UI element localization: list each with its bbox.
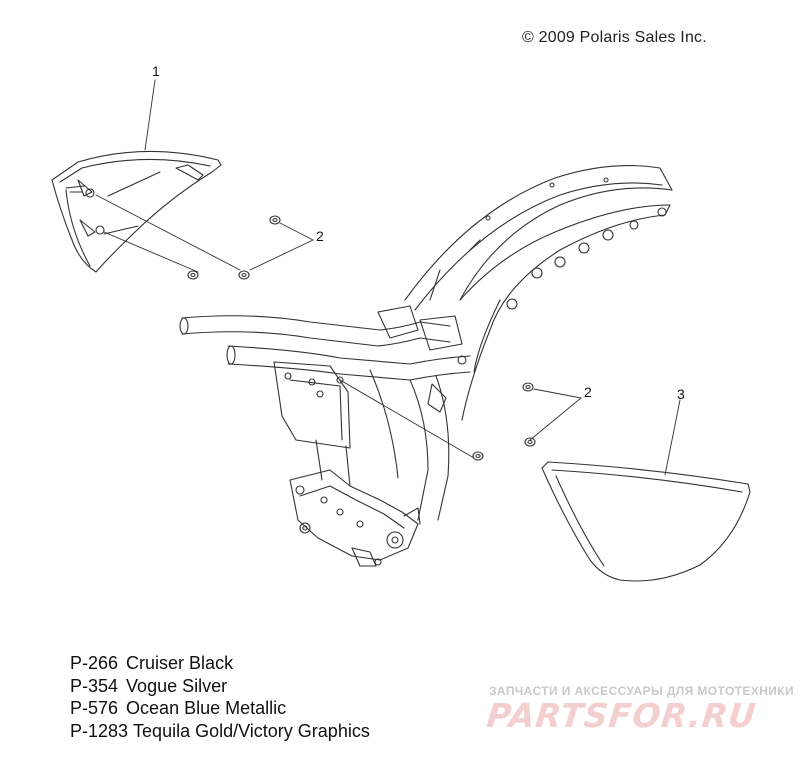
grommet-right-b [472,451,484,461]
legend-code: P-576 [70,698,119,718]
motorcycle-frame [179,165,673,567]
copyright-notice: © 2009 Polaris Sales Inc. [522,29,707,46]
legend-name: Tequila Gold/Victory Graphics [133,720,370,741]
grommet-right-a [522,382,534,392]
callout-1: 1 [152,63,160,79]
right-side-cover [541,461,751,582]
legend-code: P-354 [70,675,119,696]
legend-code: P-1283 [70,720,129,741]
legend-item: P-576 Ocean Blue Metallic [70,697,370,720]
legend-item: P-354 Vogue Silver [70,675,370,698]
left-side-cover [51,150,222,273]
watermark-tagline: ЗАПЧАСТИ И АКСЕССУАРЫ ДЛЯ МОТОТЕХНИКИ [489,684,795,698]
legend-item: P-266 Cruiser Black [70,652,370,675]
watermark-logo: PARTSFOR.RU [484,696,759,735]
legend-name: Vogue Silver [126,675,228,696]
callout-2-lower: 2 [584,384,592,400]
color-legend: P-266 Cruiser Black P-354 Vogue Silver P-5… [70,652,370,742]
legend-name: Ocean Blue Metallic [126,698,287,718]
grommet-upper-c [238,270,250,280]
legend-code: P-266 [70,653,119,673]
callout-2-upper: 2 [316,228,324,244]
grommet-right-c [524,437,536,447]
grommet-upper-b [187,270,199,280]
callout-3: 3 [677,386,685,402]
grommet-upper-a [269,215,281,225]
legend-name: Cruiser Black [126,653,234,673]
